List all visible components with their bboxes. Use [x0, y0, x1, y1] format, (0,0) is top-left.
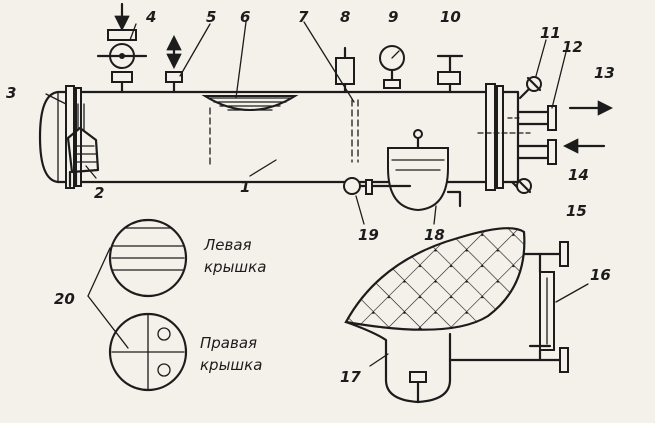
- caption-right-cover-2: крышка: [200, 356, 262, 374]
- label-2: 2: [94, 184, 104, 202]
- pressure-gauge-9: [379, 45, 405, 89]
- label-1: 1: [240, 178, 250, 196]
- valve-15: [510, 178, 532, 194]
- label-12: 12: [562, 38, 583, 56]
- label-3: 3: [6, 84, 16, 102]
- caption-left-cover-2: крышка: [204, 258, 266, 276]
- label-7: 7: [298, 8, 309, 26]
- label-13: 13: [594, 64, 615, 82]
- label-17: 17: [340, 368, 361, 386]
- label-8: 8: [340, 8, 350, 26]
- cover-detail-left: [108, 218, 188, 298]
- valve-4: [96, 2, 148, 94]
- label-15: 15: [566, 202, 587, 220]
- caption-left-cover-1: Левая: [203, 236, 252, 254]
- vent-5: [165, 34, 183, 94]
- label-14: 14: [568, 166, 589, 184]
- label-4: 4: [145, 8, 156, 26]
- label-20: 20: [54, 290, 75, 308]
- label-10: 10: [440, 8, 461, 26]
- valve-19: [343, 177, 412, 195]
- valve-11: [518, 76, 542, 100]
- outlet-13: [516, 100, 614, 131]
- caption-right-cover-1: Правая: [200, 334, 257, 352]
- captions: Левая крышка Правая крышка: [200, 236, 266, 374]
- dome-separator: [201, 95, 299, 111]
- label-16: 16: [590, 266, 611, 284]
- label-18: 18: [424, 226, 445, 244]
- fitting-8: [335, 46, 355, 94]
- sump-18: [387, 129, 462, 212]
- label-11: 11: [540, 24, 561, 42]
- label-5: 5: [206, 8, 216, 26]
- inlet-14: [516, 138, 606, 165]
- label-19: 19: [358, 226, 379, 244]
- separator-assembly: [344, 227, 569, 404]
- number-labels: 4 5 6 7 8 9 10 11 12 13 14 15 16 17 18 1…: [6, 8, 615, 386]
- left-end-assembly: [66, 103, 100, 188]
- valve-10: [436, 54, 464, 94]
- label-9: 9: [388, 8, 398, 26]
- pointer-20: [87, 247, 129, 349]
- cover-detail-right: [108, 312, 188, 392]
- label-6: 6: [240, 8, 250, 26]
- leader-lines: [45, 21, 589, 367]
